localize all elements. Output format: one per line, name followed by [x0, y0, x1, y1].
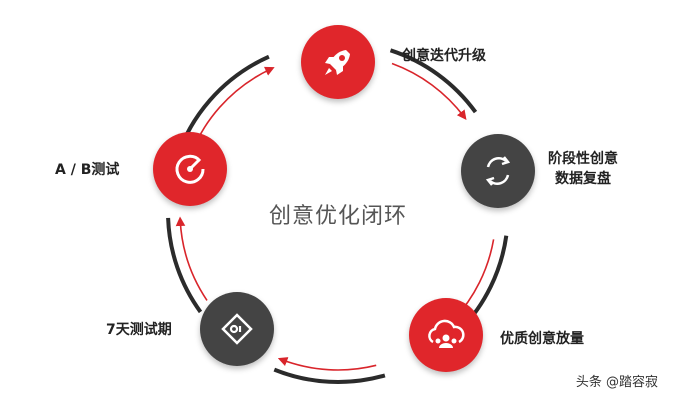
arc-iterate-review-arrow	[391, 62, 467, 120]
label-review-line1: 阶段性创意	[548, 151, 618, 167]
arc-iterate-review-track	[389, 48, 478, 114]
label-iterate-line1: 创意迭代升级	[402, 48, 486, 64]
center-title: 创意优化闭环	[268, 204, 407, 229]
node-iterate	[301, 25, 375, 99]
arc-scale-test7-arrow	[277, 357, 377, 371]
node-review	[461, 134, 535, 208]
gauge-icon	[170, 149, 210, 189]
arc-test7-abtest-arrow	[175, 216, 208, 301]
refresh-cycle-icon	[478, 151, 518, 191]
label-review: 阶段性创意 数据复盘	[548, 149, 618, 189]
node-test7	[200, 292, 274, 366]
label-scale: 优质创意放量	[500, 329, 584, 349]
label-abtest-line1: A / B测试	[55, 162, 120, 178]
label-scale-line1: 优质创意放量	[500, 331, 584, 347]
label-test7: 7天测试期	[106, 320, 172, 340]
cycle-arcs	[166, 48, 509, 384]
rocket-icon	[318, 42, 358, 82]
cloud-users-icon	[424, 315, 468, 355]
node-scale	[409, 298, 483, 372]
label-abtest: A / B测试	[55, 160, 119, 180]
label-review-line2: 数据复盘	[555, 171, 611, 187]
label-iterate: 创意迭代升级	[402, 46, 486, 66]
scan-target-icon	[217, 309, 257, 349]
arc-scale-test7-track	[273, 367, 386, 384]
label-test7-line1: 7天测试期	[106, 322, 172, 338]
arc-test7-abtest-track	[166, 217, 203, 314]
node-abtest	[153, 132, 227, 206]
watermark: 头条 @踏容寂	[575, 375, 658, 390]
